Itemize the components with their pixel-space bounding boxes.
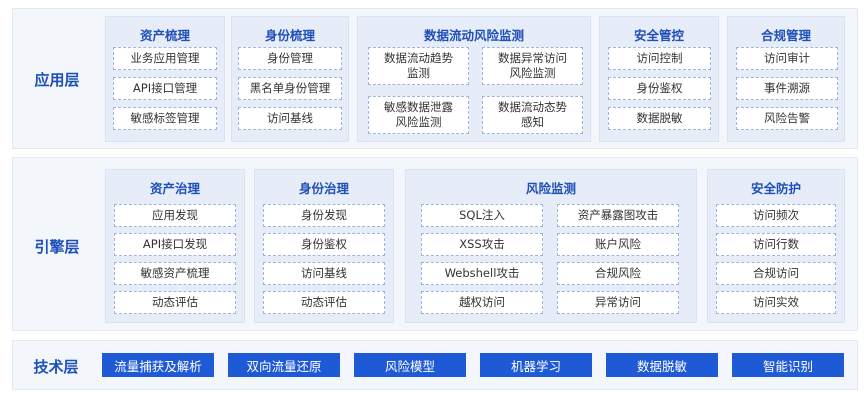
group-risk-monitoring: 风险监测 SQL注入 资产暴露图攻击 XSS攻击 账户风险 Webshell攻击… [405,169,697,323]
item-event-tracing[interactable]: 事件溯源 [736,77,838,100]
engine-layer: 引擎层 资产治理 应用发现 API接口发现 敏感资产梳理 动态评估 身份治理 身… [12,157,858,331]
item-abnormal-access-monitor[interactable]: 数据异常访问 风险监测 [482,47,583,85]
group-data-flow-risk: 数据流动风险监测 数据流动趋势 监测 数据异常访问 风险监测 敏感数据泄露 风险… [357,16,591,142]
item-identity-auth[interactable]: 身份鉴权 [608,77,711,100]
group-title: 身份梳理 [264,28,315,43]
item-access-control[interactable]: 访问控制 [608,47,711,70]
group-compliance: 合规管理 访问审计 事件溯源 风险告警 [727,16,845,142]
group-title: 数据流动风险监测 [423,28,524,43]
group-asset-sorting: 资产梳理 业务应用管理 API接口管理 敏感标签管理 [105,16,225,142]
item-access-frequency[interactable]: 访问频次 [716,204,836,227]
item-access-audit[interactable]: 访问审计 [736,47,838,70]
item-access-validity[interactable]: 访问实效 [716,291,836,314]
item-api-discovery[interactable]: API接口发现 [114,233,236,256]
tech-traffic-capture-parsing[interactable]: 流量捕获及解析 [102,353,214,377]
item-webshell-attack[interactable]: Webshell攻击 [421,262,543,285]
group-asset-governance: 资产治理 应用发现 API接口发现 敏感资产梳理 动态评估 [105,169,245,323]
tech-machine-learning[interactable]: 机器学习 [480,353,592,377]
item-business-app-mgmt[interactable]: 业务应用管理 [113,47,217,70]
group-title: 合规管理 [760,28,811,43]
item-access-rows[interactable]: 访问行数 [716,233,836,256]
item-identity-auth[interactable]: 身份鉴权 [263,233,385,256]
group-security-control: 安全管控 访问控制 身份鉴权 数据脱敏 [599,16,719,142]
item-xss-attack[interactable]: XSS攻击 [421,233,543,256]
group-security-protection: 安全防护 访问频次 访问行数 合规访问 访问实效 [707,169,845,323]
item-sensitive-tag-mgmt[interactable]: 敏感标签管理 [113,107,217,130]
tech-risk-model[interactable]: 风险模型 [354,353,466,377]
item-flow-situation-awareness[interactable]: 数据流动态势 感知 [482,96,583,134]
item-identity-discovery[interactable]: 身份发现 [263,204,385,227]
group-title: 安全防护 [750,181,801,196]
item-account-risk[interactable]: 账户风险 [557,233,679,256]
item-dynamic-assessment[interactable]: 动态评估 [263,291,385,314]
item-blacklist-identity-mgmt[interactable]: 黑名单身份管理 [238,77,342,100]
item-asset-exposure-attack[interactable]: 资产暴露图攻击 [557,204,679,227]
group-identity-sorting: 身份梳理 身份管理 黑名单身份管理 访问基线 [231,16,349,142]
item-access-baseline[interactable]: 访问基线 [238,107,342,130]
item-leak-risk-monitor[interactable]: 敏感数据泄露 风险监测 [368,96,469,134]
item-app-discovery[interactable]: 应用发现 [114,204,236,227]
item-sensitive-asset-sorting[interactable]: 敏感资产梳理 [114,262,236,285]
engine-layer-title: 引擎层 [34,238,80,256]
item-identity-mgmt[interactable]: 身份管理 [238,47,342,70]
tech-data-masking[interactable]: 数据脱敏 [606,353,718,377]
tech-layer-title: 技术层 [33,358,79,376]
tech-bidirectional-traffic-restore[interactable]: 双向流量还原 [228,353,340,377]
item-privilege-escalation[interactable]: 越权访问 [421,291,543,314]
item-flow-trend-monitor[interactable]: 数据流动趋势 监测 [368,47,469,85]
app-layer: 应用层 资产梳理 业务应用管理 API接口管理 敏感标签管理 身份梳理 身份管理… [12,8,858,149]
item-access-baseline[interactable]: 访问基线 [263,262,385,285]
group-identity-governance: 身份治理 身份发现 身份鉴权 访问基线 动态评估 [254,169,394,323]
item-risk-alert[interactable]: 风险告警 [736,107,838,130]
tech-intelligent-recognition[interactable]: 智能识别 [732,353,844,377]
item-dynamic-assessment[interactable]: 动态评估 [114,291,236,314]
group-title: 资产梳理 [139,28,190,43]
app-layer-title: 应用层 [34,71,80,89]
item-abnormal-access[interactable]: 异常访问 [557,291,679,314]
group-title: 资产治理 [149,181,200,196]
item-compliant-access[interactable]: 合规访问 [716,262,836,285]
item-api-mgmt[interactable]: API接口管理 [113,77,217,100]
item-compliance-risk[interactable]: 合规风险 [557,262,679,285]
group-title: 风险监测 [525,181,576,196]
item-sql-injection[interactable]: SQL注入 [421,204,543,227]
group-title: 安全管控 [633,28,684,43]
item-data-masking[interactable]: 数据脱敏 [608,107,711,130]
group-title: 身份治理 [298,181,349,196]
